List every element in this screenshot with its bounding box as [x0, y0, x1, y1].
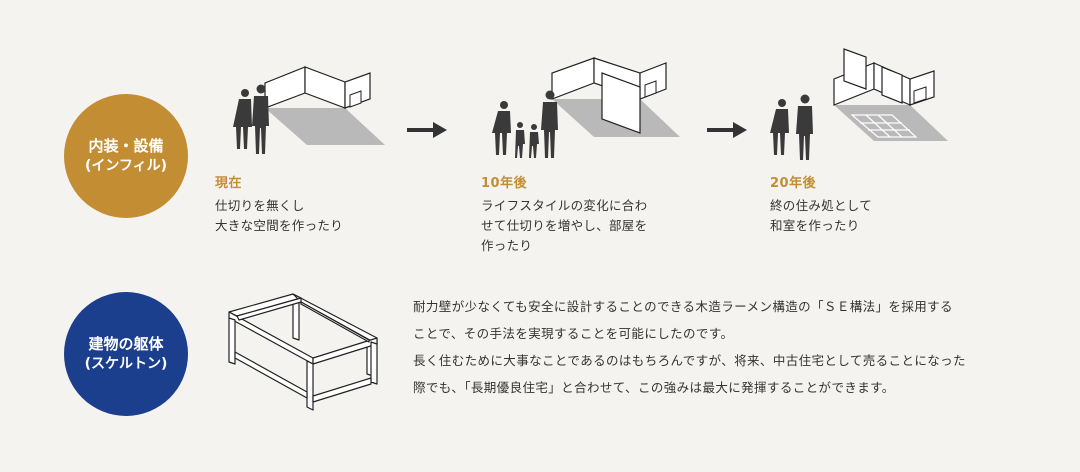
skeleton-frame-illustration	[228, 293, 378, 411]
tatami-floor-icon	[850, 114, 918, 138]
couple-silhouette-icon	[233, 84, 269, 154]
skeleton-circle-badge: 建物の躯体 (スケルトン)	[64, 292, 188, 416]
room-illustration-10-years	[492, 57, 680, 158]
stage-desc-present: 仕切りを無くし 大きな空間を作ったり	[215, 196, 343, 236]
stage-desc-10-years: ライフスタイルの変化に合わ せて仕切りを増やし、部屋を 作ったり	[481, 196, 647, 256]
family-silhouette-icon	[492, 90, 558, 158]
stage-title-20-years: 20年後	[770, 176, 817, 191]
desc-line: 和室を作ったり	[770, 218, 860, 233]
infill-circle-badge: 内装・設備 (インフィル)	[64, 94, 188, 218]
stage-title-present: 現在	[215, 176, 243, 191]
desc-line: 仕切りを無くし	[215, 198, 305, 213]
skeleton-label: 建物の躯体	[88, 335, 164, 353]
infill-label: 内装・設備	[88, 137, 164, 155]
stage-desc-20-years: 終の住み処として 和室を作ったり	[770, 196, 872, 236]
skeleton-description: 耐力壁が少なくても安全に設計することのできる木造ラーメン構造の「ＳＥ構法」を採用…	[413, 293, 1053, 401]
room-illustration-present	[233, 66, 385, 154]
desc-line: せて仕切りを増やし、部屋を	[481, 218, 648, 233]
desc-line: 終の住み処として	[770, 198, 873, 213]
desc-line: 大きな空間を作ったり	[215, 218, 344, 233]
desc-line: 作ったり	[481, 238, 533, 253]
paragraph-line: 耐力壁が少なくても安全に設計することのできる木造ラーメン構造の「ＳＥ構法」を採用…	[413, 299, 953, 314]
desc-line: ライフスタイルの変化に合わ	[481, 198, 648, 213]
skeleton-sublabel: (スケルトン)	[84, 356, 168, 372]
paragraph-line: ことで、その手法を実現することを可能にしたのです。	[413, 326, 734, 341]
room-illustration-20-years	[770, 48, 948, 160]
paragraph-line: 長く住むために大事なことであるのはもちろんですが、将来、中古住宅として売ることに…	[413, 353, 966, 368]
paragraph-line: 際でも、「長期優良住宅」と合わせて、この強みは最大に発揮することができます。	[413, 380, 895, 395]
elderly-couple-silhouette-icon	[770, 94, 813, 160]
arrow-right-icon	[707, 122, 747, 138]
stage-title-10-years: 10年後	[481, 176, 528, 191]
arrow-right-icon	[407, 122, 447, 138]
infill-sublabel: (インフィル)	[84, 158, 168, 174]
